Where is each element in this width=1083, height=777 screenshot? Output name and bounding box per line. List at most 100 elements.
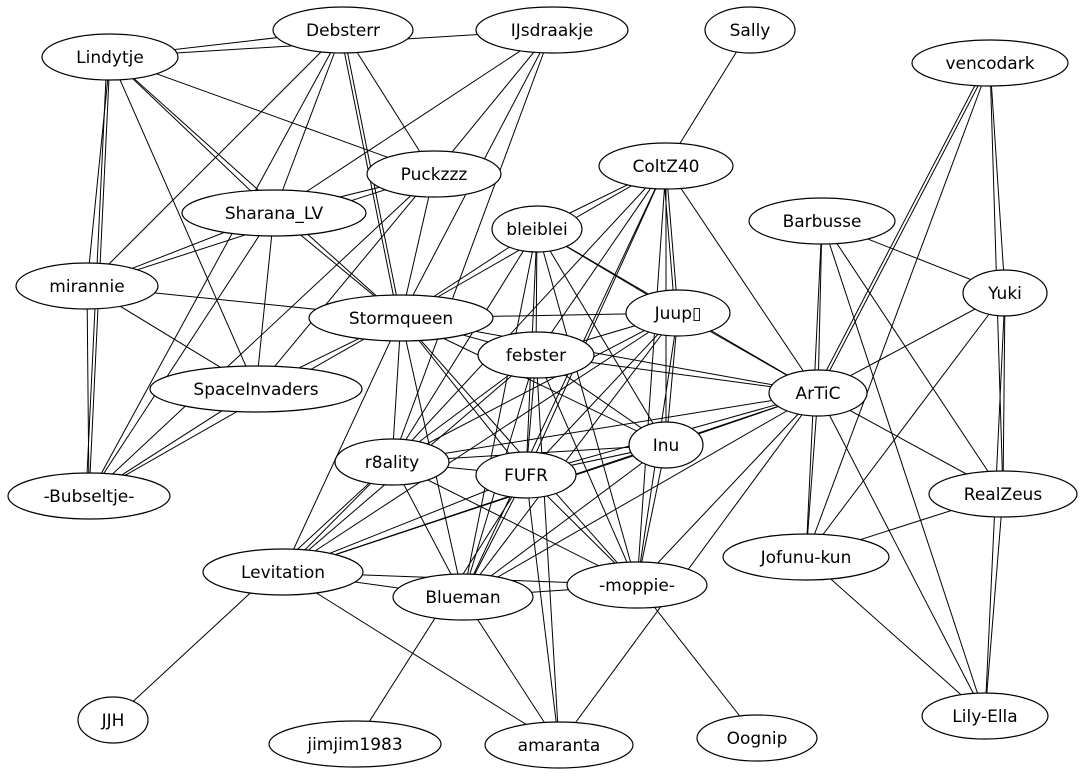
edge-mirannie-bubseltje bbox=[86, 285, 90, 497]
edge-levitation-amaranta bbox=[282, 571, 560, 746]
node-puckzzz: Puckzzz bbox=[366, 150, 502, 198]
node-sharana-lv: Sharana_LV bbox=[181, 189, 367, 237]
edge-moppie-oognip bbox=[636, 584, 758, 739]
node-ellipse bbox=[566, 561, 708, 609]
node-label: Puckzzz bbox=[401, 165, 468, 185]
node-label: Inu bbox=[653, 436, 680, 456]
node-ellipse bbox=[748, 197, 896, 245]
node-ellipse bbox=[477, 331, 595, 379]
node-lindytje: Lindytje bbox=[41, 33, 179, 81]
node-ellipse bbox=[7, 472, 171, 520]
node-ellipse bbox=[334, 438, 450, 486]
node-label: jimjim1983 bbox=[306, 735, 402, 755]
node-ellipse bbox=[181, 189, 367, 237]
edge-coltz40-r8ality bbox=[391, 165, 667, 463]
node-label: Stormqueen bbox=[349, 309, 453, 329]
node-jofunu-kun: Jofunu-kun bbox=[722, 533, 890, 581]
edge-realzeus-lily-ella bbox=[984, 493, 1004, 717]
edge-inu-levitation bbox=[282, 444, 667, 573]
edge-artic-blueman bbox=[462, 392, 819, 598]
node-label: JJH bbox=[101, 711, 125, 731]
node-ellipse bbox=[268, 720, 442, 768]
node-ellipse bbox=[768, 369, 868, 417]
edge-fufr-amaranta bbox=[525, 474, 560, 746]
edge-yuki-realzeus bbox=[1002, 292, 1006, 495]
node-label: Lily-Ella bbox=[952, 707, 1017, 727]
edge-debsterr-sharana_lv bbox=[273, 29, 344, 214]
node-label: SpaceInvaders bbox=[193, 380, 318, 400]
node-barbusse: Barbusse bbox=[748, 197, 896, 245]
node-label: r8ality bbox=[365, 453, 419, 473]
edge-juup-levitation bbox=[282, 312, 679, 573]
node-stormqueen: Stormqueen bbox=[308, 294, 494, 342]
edge-coltz40-juup bbox=[662, 166, 676, 314]
node-ellipse bbox=[392, 573, 534, 621]
node-r8ality: r8ality bbox=[334, 438, 450, 486]
edge-lindytje-sharana_lv bbox=[109, 56, 275, 214]
node-fufr: FUFR bbox=[475, 451, 577, 499]
node-levitation: Levitation bbox=[202, 548, 364, 596]
edge-debsterr-puckzzz bbox=[342, 29, 435, 175]
edge-debsterr-bubseltje bbox=[88, 29, 344, 497]
node-ellipse bbox=[598, 142, 734, 190]
node-febster: febster bbox=[477, 331, 595, 379]
node-yuki: Yuki bbox=[962, 269, 1048, 317]
edge-blueman-amaranta bbox=[462, 596, 560, 746]
edge-barbusse-realzeus bbox=[821, 220, 1004, 495]
edge-coltz40-blueman bbox=[462, 165, 667, 598]
node-ijsdraakje: IJsdraakje bbox=[475, 6, 629, 54]
edge-sharana_lv-spaceinvaders bbox=[255, 212, 275, 390]
node-ellipse bbox=[202, 548, 364, 596]
edge-vencodark-artic bbox=[814, 61, 988, 392]
node-ellipse bbox=[696, 714, 818, 762]
edge-barbusse-artic bbox=[817, 220, 823, 394]
edge-bleiblei-inu bbox=[536, 228, 667, 446]
node-vencodark: vencodark bbox=[911, 39, 1069, 87]
node-label: vencodark bbox=[945, 54, 1034, 74]
node-jimjim1983: jimjim1983 bbox=[268, 720, 442, 768]
node-juup: Juup▯ bbox=[625, 289, 731, 337]
edge-coltz40-moppie bbox=[636, 165, 667, 586]
edge-inu-blueman bbox=[462, 444, 667, 598]
node-ellipse bbox=[308, 294, 494, 342]
edge-barbusse-lily-ella bbox=[821, 220, 986, 717]
node-jjh: JJH bbox=[77, 696, 149, 744]
node-label: amaranta bbox=[518, 736, 601, 756]
edge-stormqueen-fufr bbox=[400, 317, 527, 476]
node-label: Barbusse bbox=[783, 212, 862, 232]
edge-artic-jofunu-kun bbox=[805, 392, 819, 558]
node-label: Blueman bbox=[425, 588, 500, 608]
edge-artic-moppie bbox=[636, 392, 819, 586]
node-label: Juup▯ bbox=[654, 304, 702, 324]
node-label: -moppie- bbox=[599, 576, 675, 596]
edge-stormqueen-levitation bbox=[282, 317, 402, 573]
node-label: Yuki bbox=[987, 284, 1022, 304]
edge-ijsdraakje-r8ality bbox=[391, 29, 553, 463]
edge-vencodark-artic bbox=[817, 62, 991, 394]
edge-lindytje-spaceinvaders bbox=[109, 56, 257, 390]
node-label: Levitation bbox=[241, 563, 325, 583]
node-realzeus: RealZeus bbox=[928, 470, 1078, 518]
node-label: ColtZ40 bbox=[633, 157, 700, 177]
node-ellipse bbox=[704, 6, 796, 54]
edge-febster-amaranta bbox=[535, 354, 560, 746]
node-bleiblei: bleiblei bbox=[491, 205, 583, 253]
edge-coltz40-fufr bbox=[525, 165, 667, 476]
node-ellipse bbox=[928, 470, 1078, 518]
node-debsterr: Debsterr bbox=[272, 6, 414, 54]
node-ellipse bbox=[366, 150, 502, 198]
node-label: bleiblei bbox=[506, 220, 567, 240]
node-ellipse bbox=[722, 533, 890, 581]
node-blueman: Blueman bbox=[392, 573, 534, 621]
edge-lindytje-puckzzz bbox=[109, 56, 435, 175]
node-ellipse bbox=[149, 365, 363, 413]
node-inu: Inu bbox=[628, 421, 704, 469]
edge-bleiblei-blueman bbox=[462, 228, 538, 598]
edge-artic-lily-ella bbox=[817, 392, 986, 717]
node-ellipse bbox=[911, 39, 1069, 87]
node-label: Jofunu-kun bbox=[760, 548, 852, 568]
edge-stormqueen-r8ality bbox=[391, 317, 402, 463]
edge-r8ality-moppie bbox=[391, 461, 638, 586]
node-ellipse bbox=[625, 289, 731, 337]
